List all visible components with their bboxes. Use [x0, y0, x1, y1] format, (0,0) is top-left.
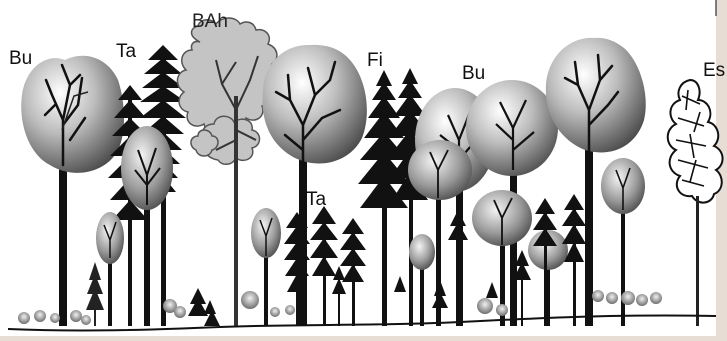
species-label-ta-lower: Ta: [306, 190, 326, 209]
species-label-es: Es: [703, 61, 725, 80]
species-label-fi: Fi: [367, 51, 383, 70]
species-label-ta-left: Ta: [116, 42, 136, 61]
species-label-bu-right: Bu: [462, 64, 485, 83]
species-label-bah: BAh: [192, 12, 228, 31]
species-label-bu-left: Bu: [9, 49, 32, 68]
fir-group-lower: [284, 206, 366, 326]
